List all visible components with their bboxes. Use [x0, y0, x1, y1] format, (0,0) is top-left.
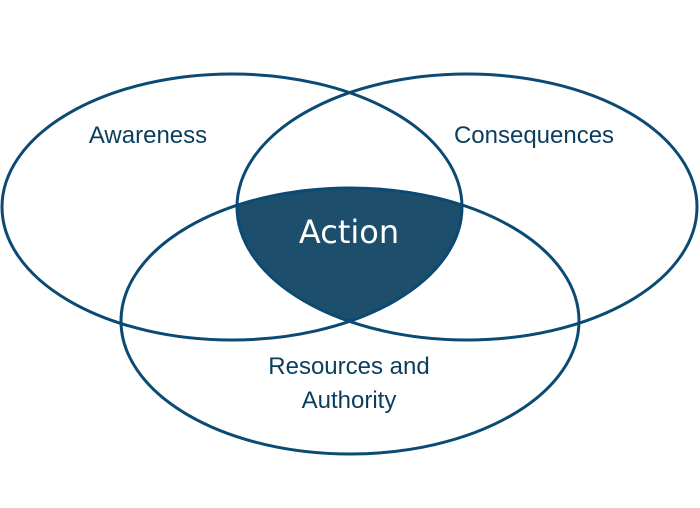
resources-label-line1: Resources and [268, 353, 429, 380]
resources-circle [119, 186, 581, 456]
awareness-circle [0, 72, 464, 342]
consequences-label: Consequences [454, 122, 614, 149]
resources-label-line2: Authority [302, 387, 397, 414]
consequences-circle [235, 72, 699, 342]
awareness-label: Awareness [89, 122, 207, 149]
action-label: Action [299, 213, 399, 251]
